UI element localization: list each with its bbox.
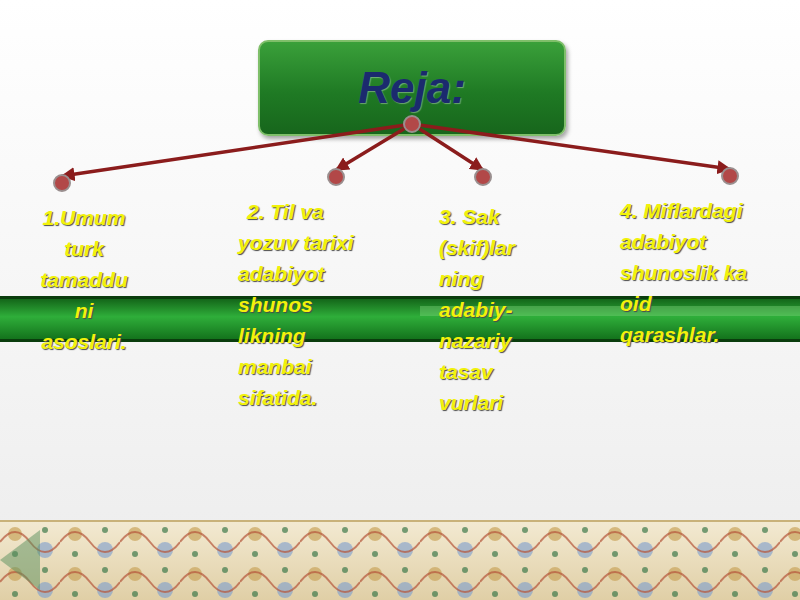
- item-text: 2. Til va yozuv tarixi adabiyot shunos l…: [238, 196, 364, 413]
- connector-dot: [475, 169, 491, 185]
- plan-item: 3. Sak (skif)lar ning adabiy- nazariy ta…: [439, 171, 545, 418]
- title-box: Reja:: [258, 40, 566, 136]
- connector-arrow: [412, 124, 730, 169]
- item-text: 3. Sak (skif)lar ning adabiy- nazariy ta…: [439, 201, 545, 418]
- connector-dot: [404, 116, 420, 132]
- item-text: 4. Miflardagi adabiyot shunoslik ka oid …: [620, 195, 750, 350]
- plan-item: 1.Umum turk tamaddu ni asoslari.: [30, 177, 138, 357]
- connector-arrow: [412, 124, 483, 170]
- ornament-border: [0, 520, 800, 600]
- connector-dot: [54, 175, 70, 191]
- connector-dot: [328, 169, 344, 185]
- item-text: 1.Umum turk tamaddu ni asoslari.: [30, 202, 138, 357]
- connector-dot: [722, 168, 738, 184]
- plan-item: 4. Miflardagi adabiyot shunoslik ka oid …: [620, 170, 750, 350]
- connector-arrow: [336, 124, 412, 170]
- connector-arrow: [62, 124, 412, 176]
- title-text: Reja:: [358, 63, 466, 113]
- plan-item: 2. Til va yozuv tarixi adabiyot shunos l…: [238, 171, 364, 413]
